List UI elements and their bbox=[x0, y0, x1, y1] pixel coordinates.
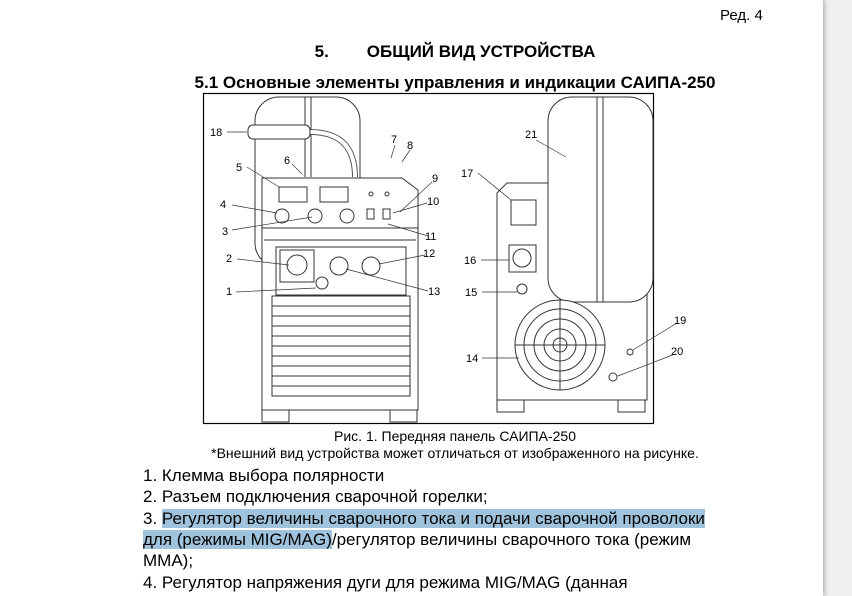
list-item-continuation: для (режимы MIG/MAG)/регулятор величины … bbox=[143, 529, 691, 550]
display-6 bbox=[319, 186, 349, 203]
callout-11: 11 bbox=[425, 231, 436, 243]
list-item-text: /регулятор величины сварочного тока (реж… bbox=[331, 530, 692, 549]
callout-21: 21 bbox=[525, 129, 537, 141]
list-item: 4. Регулятор напряжения дуги для режима … bbox=[143, 573, 628, 592]
callout-4: 4 bbox=[220, 199, 226, 211]
callout-18: 18 bbox=[210, 127, 222, 139]
ground-20 bbox=[608, 372, 618, 382]
list-item: 1. Клемма выбора полярности bbox=[143, 466, 385, 485]
section-number: 5. bbox=[314, 42, 329, 61]
section-title: ОБЩИЙ ВИД УСТРОЙСТВА bbox=[366, 42, 596, 61]
callout-12: 12 bbox=[423, 248, 435, 260]
torch-handle bbox=[247, 124, 311, 140]
rear-view bbox=[496, 96, 654, 413]
breaker-17 bbox=[510, 199, 537, 226]
list-item: 2. Разъем подключения сварочной горелки; bbox=[143, 487, 488, 506]
leader-lines bbox=[227, 131, 678, 377]
callout-19: 19 bbox=[674, 315, 686, 327]
callout-3: 3 bbox=[222, 226, 228, 238]
switch-11 bbox=[366, 208, 375, 220]
callout-labels: 18 5 6 7 8 9 10 4 3 11 2 12 1 13 17 21 1… bbox=[210, 127, 686, 365]
callout-2: 2 bbox=[226, 253, 232, 265]
callout-5: 5 bbox=[236, 162, 242, 174]
torch-socket-2 bbox=[286, 254, 308, 276]
polarity-terminal-1 bbox=[315, 276, 329, 290]
figure-note: *Внешний вид устройства может отличаться… bbox=[211, 445, 699, 461]
knob-3 bbox=[307, 208, 323, 224]
callout-1: 1 bbox=[226, 286, 232, 298]
subsection-heading: 5.1 Основные элементы управления и индик… bbox=[194, 73, 716, 92]
list-item: 3. Регулятор величины сварочного тока и … bbox=[143, 508, 705, 529]
callout-20: 20 bbox=[671, 346, 683, 358]
selected-text[interactable]: для (режимы MIG/MAG) bbox=[143, 530, 332, 549]
gas-cylinder-21 bbox=[547, 96, 654, 303]
revision-label: Ред. 4 bbox=[720, 7, 763, 24]
callout-10: 10 bbox=[427, 196, 439, 208]
front-view bbox=[247, 96, 419, 423]
list-item-number: 3. bbox=[143, 509, 162, 528]
knob-9 bbox=[339, 208, 355, 224]
list-item-continuation: MMA); bbox=[143, 551, 194, 570]
knob-4 bbox=[274, 208, 290, 224]
callout-17: 17 bbox=[461, 168, 473, 180]
figure-caption: Рис. 1. Передняя панель САИПА-250 bbox=[334, 428, 576, 444]
callout-15: 15 bbox=[465, 287, 477, 299]
switch-10 bbox=[382, 208, 391, 220]
fitting-15 bbox=[516, 283, 528, 295]
document-page: Ред. 4 5. ОБЩИЙ ВИД УСТРОЙСТВА 5.1 Основн… bbox=[0, 0, 823, 596]
callout-7: 7 bbox=[391, 134, 397, 146]
display-5 bbox=[278, 186, 308, 203]
callout-14: 14 bbox=[466, 353, 478, 365]
selected-text[interactable]: Регулятор величины сварочного тока и под… bbox=[161, 509, 705, 528]
callout-6: 6 bbox=[284, 155, 290, 167]
fitting-19 bbox=[626, 348, 634, 356]
terminal-13 bbox=[329, 256, 349, 276]
section-heading: 5. ОБЩИЙ ВИД УСТРОЙСТВА bbox=[0, 42, 852, 62]
callout-8: 8 bbox=[407, 140, 413, 152]
callout-13: 13 bbox=[428, 286, 440, 298]
callout-9: 9 bbox=[432, 173, 438, 185]
callout-16: 16 bbox=[464, 255, 476, 267]
terminal-12 bbox=[361, 256, 381, 276]
